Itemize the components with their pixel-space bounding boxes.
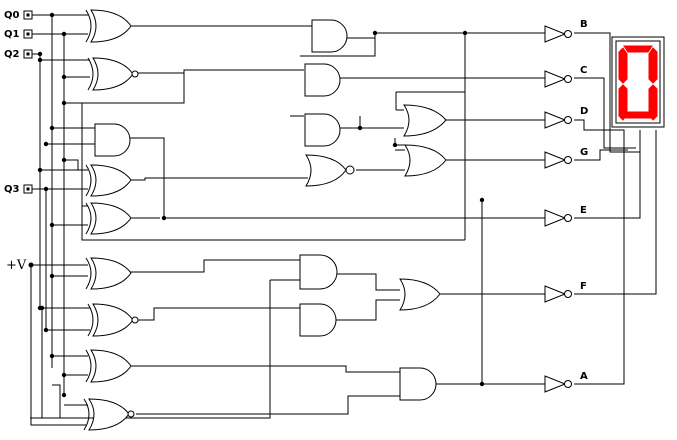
output-e-label: E <box>580 205 587 216</box>
output-g-label: G <box>580 147 588 158</box>
wiring <box>30 14 657 426</box>
output-e-driver: E <box>544 205 587 227</box>
input-q1-terminal-dot <box>26 32 30 36</box>
output-a-label: A <box>580 371 588 382</box>
input-q0-terminal-dot <box>26 13 30 17</box>
and-gate <box>399 367 437 401</box>
segment-b <box>648 47 658 84</box>
output-c-label: C <box>580 65 587 76</box>
segment-a <box>623 45 653 53</box>
or-gate <box>403 104 447 137</box>
input-q3-terminal-dot <box>26 187 30 191</box>
segment-f <box>618 47 628 84</box>
output-f-label: F <box>580 281 587 292</box>
and-gate <box>299 254 338 290</box>
display-digit <box>618 45 658 121</box>
input-q3: Q3 <box>4 184 33 195</box>
output-b-driver: B <box>544 19 588 43</box>
seven-segment-display <box>611 36 665 128</box>
input-q0-label: Q0 <box>4 10 20 21</box>
input-q3-label: Q3 <box>4 184 20 195</box>
and-gate <box>304 63 341 97</box>
input-q2-terminal-dot <box>26 52 30 56</box>
xor-nor-gate <box>87 303 139 337</box>
output-d-label: D <box>580 106 588 117</box>
xor-gate <box>85 164 132 197</box>
input-q1-label: Q1 <box>4 29 20 40</box>
input-q0: Q0 <box>4 10 33 21</box>
output-f-driver: F <box>544 281 587 303</box>
output-d-driver: D <box>544 106 588 129</box>
and-gate <box>299 303 337 337</box>
xor-gate <box>85 349 132 383</box>
segment-g <box>624 79 652 89</box>
and-gate <box>94 123 131 157</box>
output-c-driver: C <box>544 65 587 88</box>
output-g-driver: G <box>544 147 588 169</box>
and-gate <box>311 19 348 53</box>
or-gate <box>399 278 441 311</box>
or-gate <box>404 144 447 177</box>
xor-nor-gate <box>83 398 135 431</box>
input-q2-label: Q2 <box>4 49 20 60</box>
nor-gate <box>305 154 355 187</box>
output-a-driver: A <box>544 371 588 393</box>
supply-terminal: +V <box>6 258 34 273</box>
input-q1: Q1 <box>4 29 33 40</box>
xor-gate <box>85 9 132 43</box>
output-b-label: B <box>580 19 588 30</box>
segment-c <box>648 84 658 121</box>
segment-d <box>623 111 653 119</box>
segment-e <box>618 84 628 121</box>
supply-label: +V <box>6 258 27 273</box>
input-q2: Q2 <box>4 49 33 60</box>
and-gate <box>304 113 341 147</box>
xor-nor-gate <box>87 57 139 91</box>
xor-gate <box>85 202 132 235</box>
xor-gate <box>85 257 132 290</box>
junction-dots <box>37 12 485 398</box>
